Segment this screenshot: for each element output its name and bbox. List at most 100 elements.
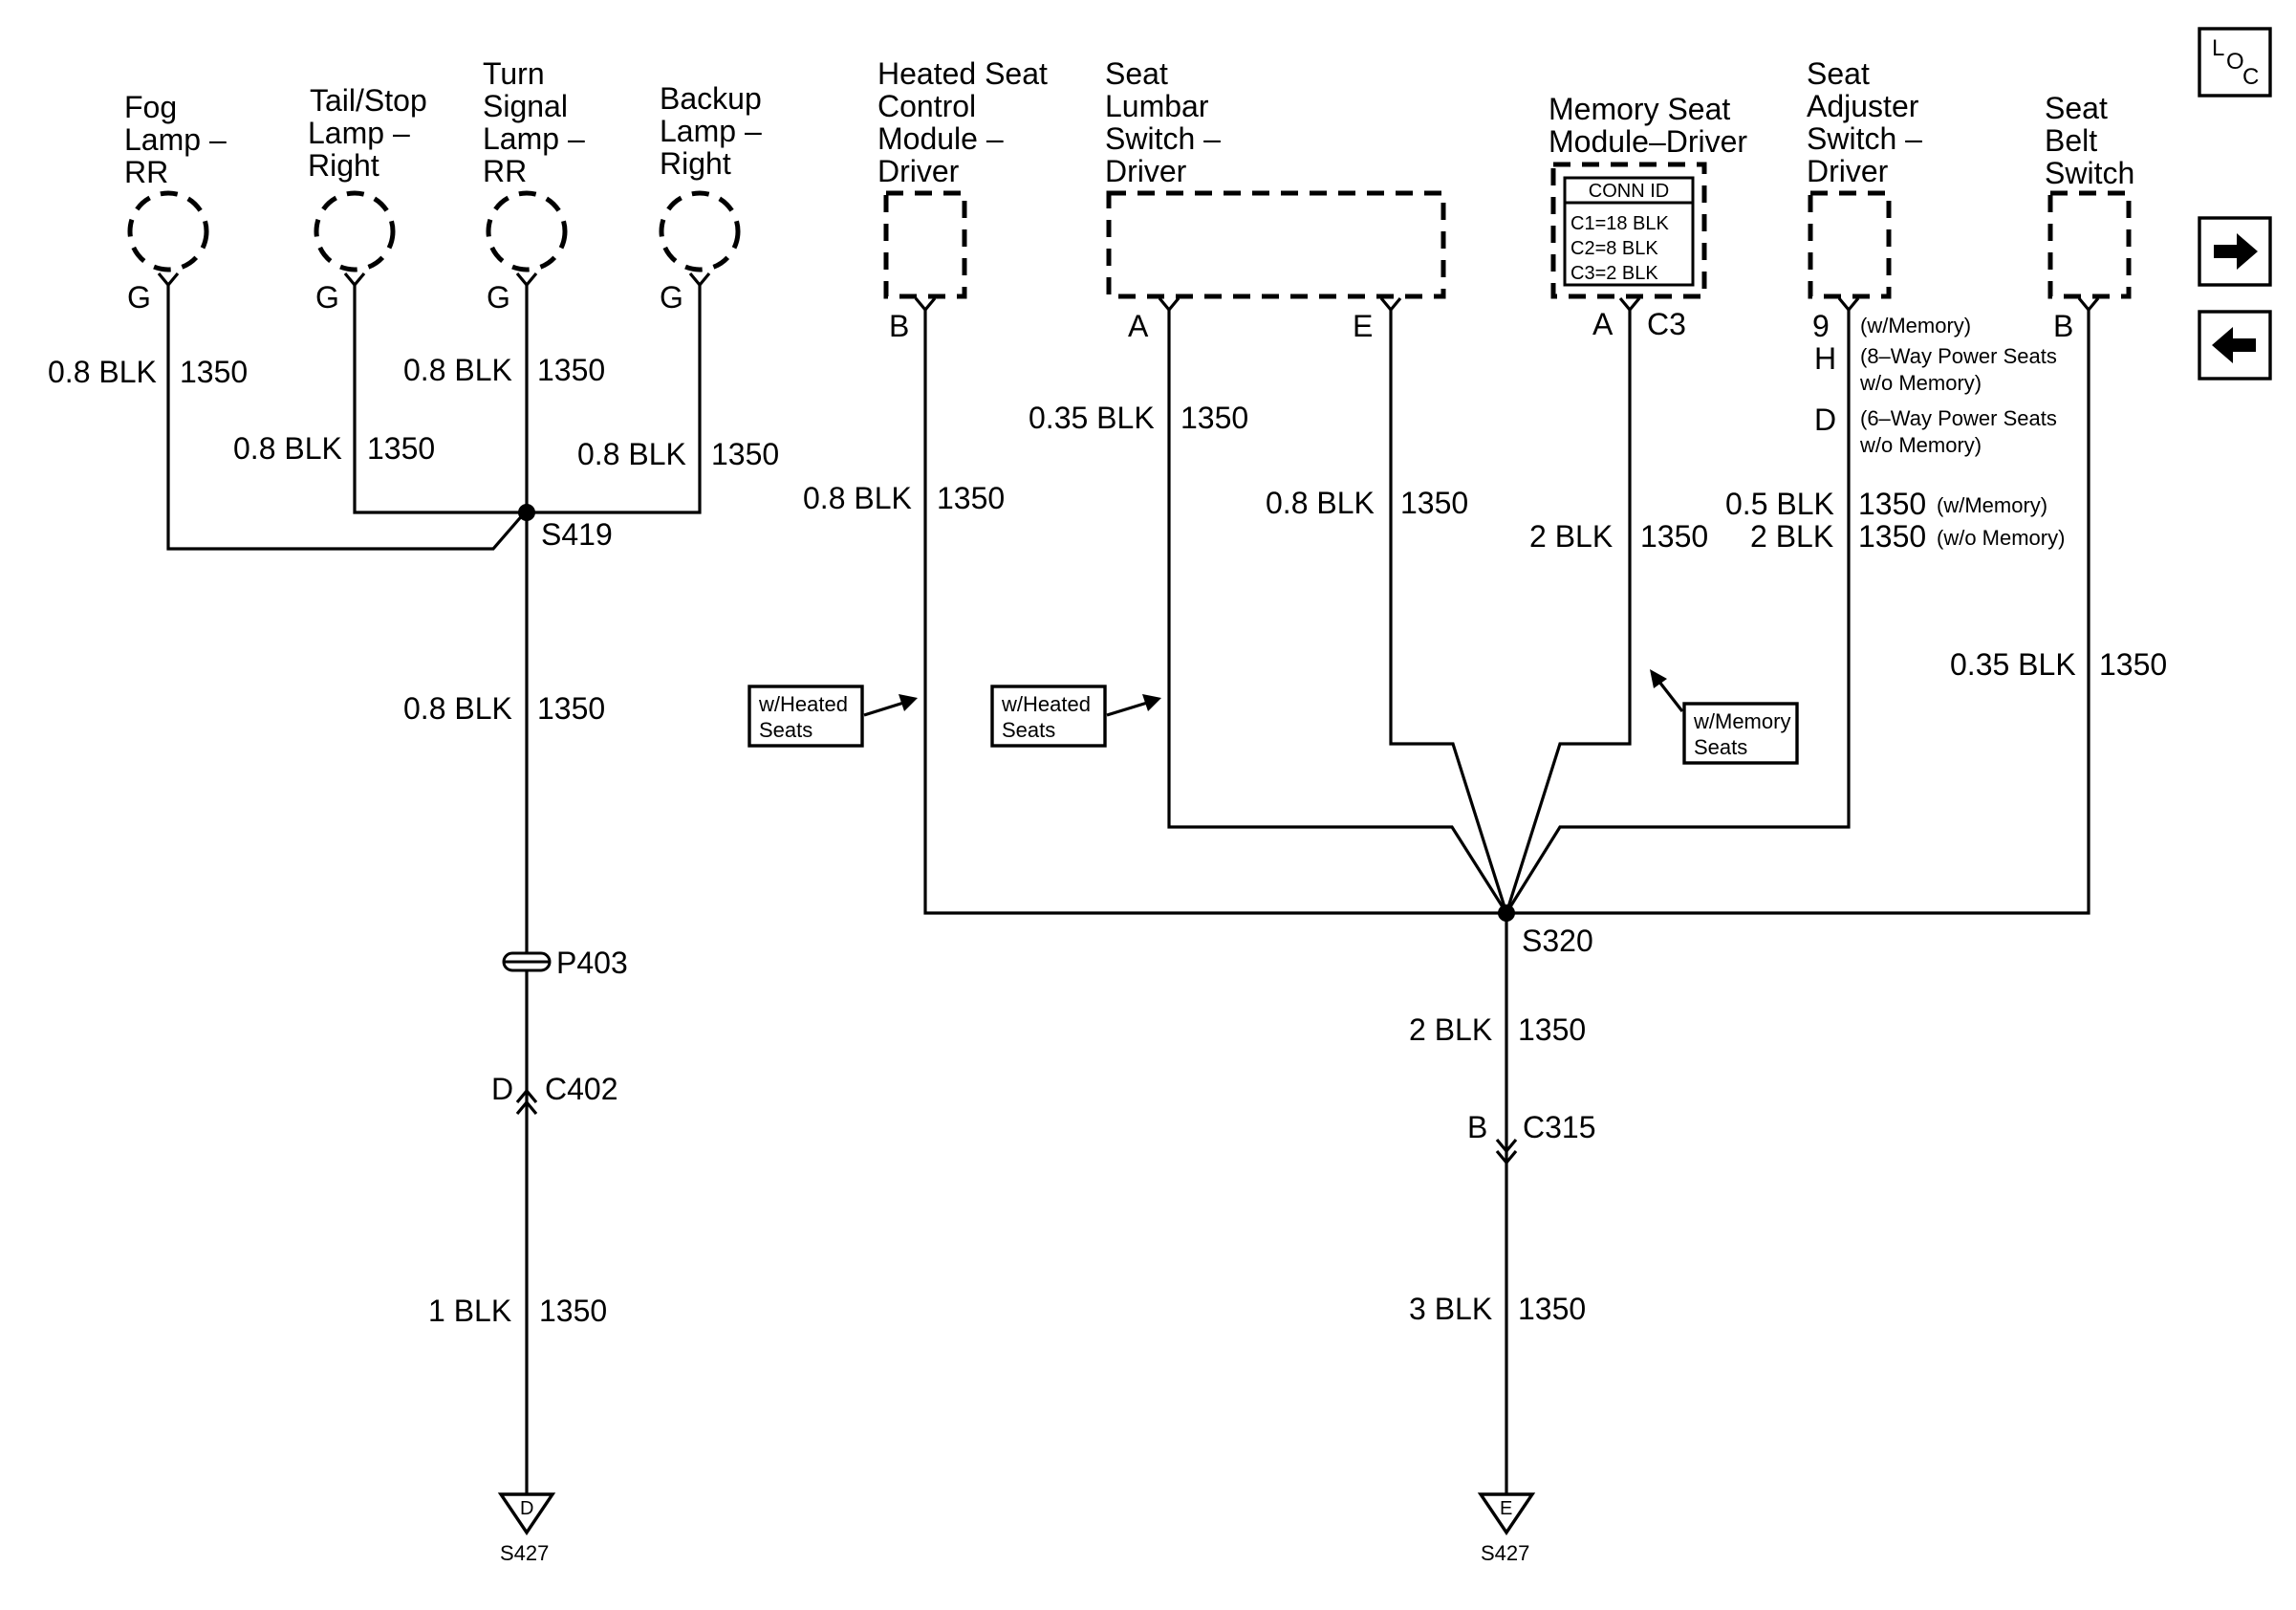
p403-label: P403	[556, 946, 628, 980]
memory-module-circuit: 1350	[1640, 519, 1708, 554]
c402-pin: D	[491, 1072, 513, 1106]
tail-stop-lamp-title-2: Lamp –	[308, 116, 410, 150]
heated-seats-callout-2-line2: Seats	[1002, 718, 1055, 742]
next-page-button[interactable]	[2198, 216, 2272, 287]
fog-lamp-title-2: Lamp –	[124, 122, 227, 157]
lumbar-switch-wire-a-circuit: 1350	[1180, 401, 1248, 435]
seat-belt-switch: Seat Belt Switch B 0.35 BLK 1350	[1950, 91, 2167, 682]
backup-lamp-terminal-icon	[688, 272, 711, 288]
heated-seat-module-pin: B	[889, 309, 909, 343]
memory-module-box	[1550, 162, 1707, 299]
loc-letter-o: O	[2226, 49, 2244, 75]
c402-label: C402	[545, 1072, 618, 1106]
tail-stop-lamp-symbol	[314, 190, 396, 272]
ground-d-letter: D	[520, 1498, 533, 1519]
belt-switch-wire-size: 0.35 BLK	[1950, 647, 2076, 682]
fog-lamp-symbol	[127, 190, 209, 272]
left-wiring: S419 0.8 BLK 1350 P403 D C402 1 BLK 1350…	[166, 285, 702, 1565]
heated-seat-module-box	[883, 190, 967, 299]
adjuster-switch-title-1: Seat	[1807, 56, 1870, 91]
left-trunk-wire2-circuit: 1350	[539, 1294, 607, 1328]
right-trunk-wire2-circuit: 1350	[1518, 1292, 1586, 1326]
conn-id-title: CONN ID	[1589, 181, 1669, 202]
memory-module-wire-size: 2 BLK	[1529, 519, 1613, 554]
memory-module-connector: C3	[1647, 307, 1686, 341]
ground-e-icon	[1477, 1492, 1536, 1536]
ground-d-icon	[497, 1492, 556, 1536]
heated-seats-callout-1-box	[747, 685, 864, 748]
lumbar-e-wire	[1389, 310, 1508, 914]
adjuster-switch-pin-d-note-1: (6–Way Power Seats	[1860, 406, 2057, 430]
belt-switch-circuit: 1350	[2099, 647, 2167, 682]
adjuster-switch-wire	[1505, 310, 1851, 914]
heated-seats-callout-2-arrowhead-icon	[1142, 694, 1161, 711]
backup-lamp-title-1: Backup	[660, 81, 762, 116]
backup-lamp-title-3: Right	[660, 146, 731, 181]
memory-seats-callout-box	[1682, 702, 1799, 765]
adjuster-switch-pin-h-note-2: w/o Memory)	[1859, 371, 1982, 395]
heated-seats-callout-1-arrowhead-icon	[899, 694, 918, 711]
right-trunk-wire1-size: 2 BLK	[1409, 1012, 1492, 1047]
turn-signal-lamp-pin: G	[487, 280, 510, 315]
lumbar-switch-pin-e: E	[1353, 309, 1373, 343]
tail-stop-lamp-pin: G	[315, 280, 339, 315]
backup-lamp: Backup Lamp – Right G 0.8 BLK 1350	[577, 81, 779, 471]
right-trunk-wire2-size: 3 BLK	[1409, 1292, 1492, 1326]
right-arrow-icon	[2214, 233, 2258, 270]
turn-signal-lamp-title-2: Signal	[483, 89, 568, 123]
adjuster-switch-title-4: Driver	[1807, 154, 1889, 188]
lumbar-switch-title-3: Switch –	[1105, 121, 1221, 156]
adjuster-switch-pin-d: D	[1814, 402, 1836, 437]
previous-page-button[interactable]	[2198, 310, 2272, 381]
heated-seat-module-wire-size: 0.8 BLK	[803, 481, 912, 515]
c315-label: C315	[1523, 1110, 1596, 1144]
adjuster-switch-wire2-note: (w/o Memory)	[1937, 526, 2065, 550]
belt-switch-title-1: Seat	[2045, 91, 2108, 125]
option-callouts: w/Heated Seats w/Heated Seats w/Memory S…	[747, 669, 1799, 765]
lumbar-switch-title-2: Lumbar	[1105, 89, 1209, 123]
s320-label: S320	[1522, 924, 1593, 958]
adjuster-switch-box	[1808, 190, 1892, 299]
memory-seats-callout-line2: Seats	[1694, 735, 1747, 759]
fog-lamp-pin: G	[127, 280, 151, 315]
s320-splice-dot	[1498, 904, 1515, 922]
heated-seats-callout-1-line2: Seats	[759, 718, 812, 742]
tail-stop-lamp-terminal-icon	[343, 272, 366, 288]
lumbar-switch-terminal-e-icon	[1379, 296, 1402, 313]
lumbar-switch-wire-a-size: 0.35 BLK	[1029, 401, 1155, 435]
c315-connector-icon	[1495, 1138, 1518, 1165]
heated-seat-module-title-2: Control	[877, 89, 976, 123]
memory-module-title-2: Module–Driver	[1549, 124, 1747, 159]
turn-signal-lamp-title-1: Turn	[483, 56, 545, 91]
memory-module-title-1: Memory Seat	[1549, 92, 1730, 126]
memory-module-wire	[1505, 310, 1632, 914]
right-wiring: S320 2 BLK 1350 B C315 3 BLK 1350 E S427	[923, 310, 2090, 1565]
tail-stop-lamp-circuit: 1350	[367, 431, 435, 466]
adjuster-switch-pin-h: H	[1814, 341, 1836, 376]
fog-lamp-wire	[166, 285, 527, 551]
lumbar-switch-box	[1106, 190, 1446, 299]
fog-lamp-title-1: Fog	[124, 90, 177, 124]
heated-seat-module-title-3: Module –	[877, 121, 1004, 156]
c402-connector-icon	[515, 1088, 538, 1116]
location-button[interactable]: L O C	[2198, 27, 2272, 98]
heated-seat-module-title-1: Heated Seat	[877, 56, 1048, 91]
tail-stop-lamp-title-3: Right	[308, 148, 379, 183]
tail-stop-lamp: Tail/Stop Lamp – Right G 0.8 BLK 1350	[233, 83, 435, 466]
heated-seats-callout-1-line1: w/Heated	[758, 692, 848, 716]
adjuster-switch-wire1-note: (w/Memory)	[1937, 493, 2047, 517]
tail-stop-lamp-title-1: Tail/Stop	[310, 83, 427, 118]
right-trunk-wire1-circuit: 1350	[1518, 1012, 1586, 1047]
heated-seat-module-circuit: 1350	[937, 481, 1005, 515]
memory-module-terminal-icon	[1618, 296, 1641, 313]
fog-lamp-wire-size: 0.8 BLK	[48, 355, 157, 389]
lumbar-switch-wire-e-circuit: 1350	[1400, 486, 1468, 520]
memory-seat-module: Memory Seat Module–Driver CONN ID C1=18 …	[1529, 92, 1747, 554]
backup-lamp-wire-size: 0.8 BLK	[577, 437, 686, 471]
turn-signal-lamp-title-3: Lamp –	[483, 121, 585, 156]
adjuster-switch-wire2-circuit: 1350	[1858, 519, 1926, 554]
left-trunk-wire2-size: 1 BLK	[428, 1294, 511, 1328]
fog-lamp-terminal-icon	[157, 272, 180, 288]
adjuster-switch-pin-d-note-2: w/o Memory)	[1859, 433, 1982, 457]
